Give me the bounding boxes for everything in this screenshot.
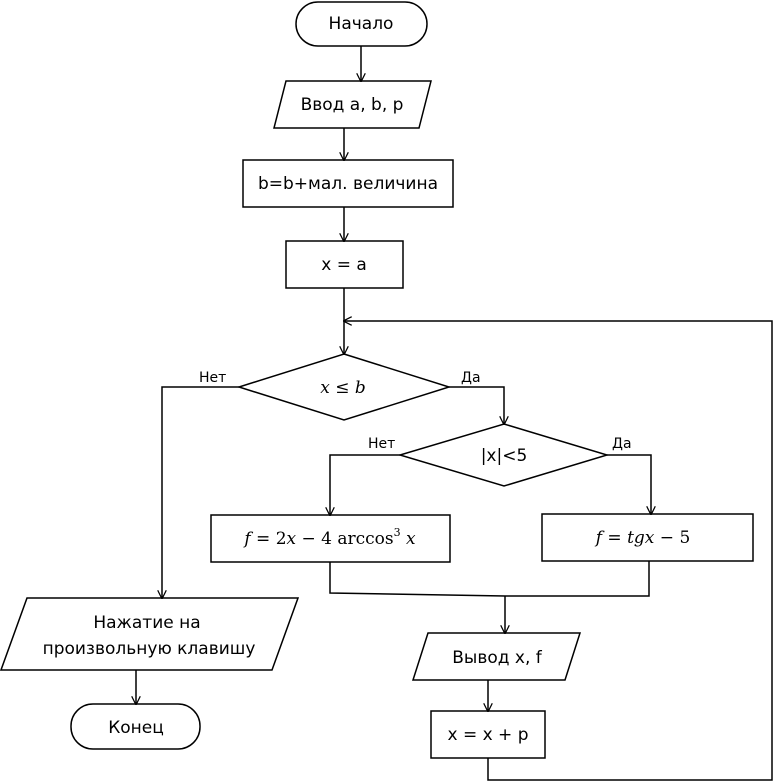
output-label: Вывод x, f (452, 648, 543, 668)
edge-main-yes (449, 386, 504, 424)
formula-right-eq: = (602, 528, 627, 548)
increment-b-label: b=b+мал. величина (258, 174, 438, 194)
main-condition-b: b (355, 378, 366, 398)
press-key-label-line2: произвольную клавишу (43, 639, 256, 659)
formula-left-x1: x (287, 529, 297, 549)
main-yes-label: Да (461, 370, 481, 386)
increment-b-process (242, 159, 454, 208)
step-x-label: x = x + p (447, 725, 528, 745)
press-key-label-line1: Нажатие на (93, 613, 200, 633)
edge-main-no (162, 386, 239, 598)
formula-right-lhs: f (594, 528, 605, 548)
edge-right-merge (505, 561, 650, 597)
main-no-label: Нет (199, 370, 226, 386)
input-label: Ввод a, b, p (301, 95, 404, 115)
abs-condition-diamond (397, 423, 610, 487)
formula-right-rest: − 5 (654, 528, 690, 548)
formula-left-lhs: f (242, 529, 253, 549)
edge-loop-back (344, 321, 773, 781)
abs-yes-label: Да (612, 436, 632, 452)
start-label: Начало (329, 14, 394, 34)
abs-no-label: Нет (368, 436, 395, 452)
abs-condition-label: |x|<5 (481, 446, 528, 466)
output-parallelogram (411, 632, 582, 681)
formula-right-process (541, 513, 754, 562)
main-condition-x: x (320, 378, 330, 398)
main-condition-op: ≤ (330, 378, 355, 398)
formula-left-eq: = 2 (251, 529, 287, 549)
edge-left-merge (329, 562, 506, 597)
formula-right-label: f = tgx − 5 (594, 528, 691, 548)
input-parallelogram (273, 80, 432, 129)
formula-left-x2: x (401, 529, 416, 549)
formula-left-exp: 3 (394, 526, 401, 539)
formula-left-minus: − 4 arccos (296, 529, 394, 549)
press-key-parallelogram (0, 597, 300, 671)
formula-left-label: f = 2x − 4 arccos3 x (242, 526, 416, 549)
main-condition-diamond (236, 353, 452, 421)
init-x-label: x = a (321, 255, 367, 275)
edge-abs-yes (607, 454, 651, 514)
main-condition-label: x ≤ b (320, 378, 366, 398)
formula-right-tg: tgx (627, 528, 655, 548)
edge-abs-no (330, 454, 400, 515)
end-label: Конец (108, 718, 164, 738)
